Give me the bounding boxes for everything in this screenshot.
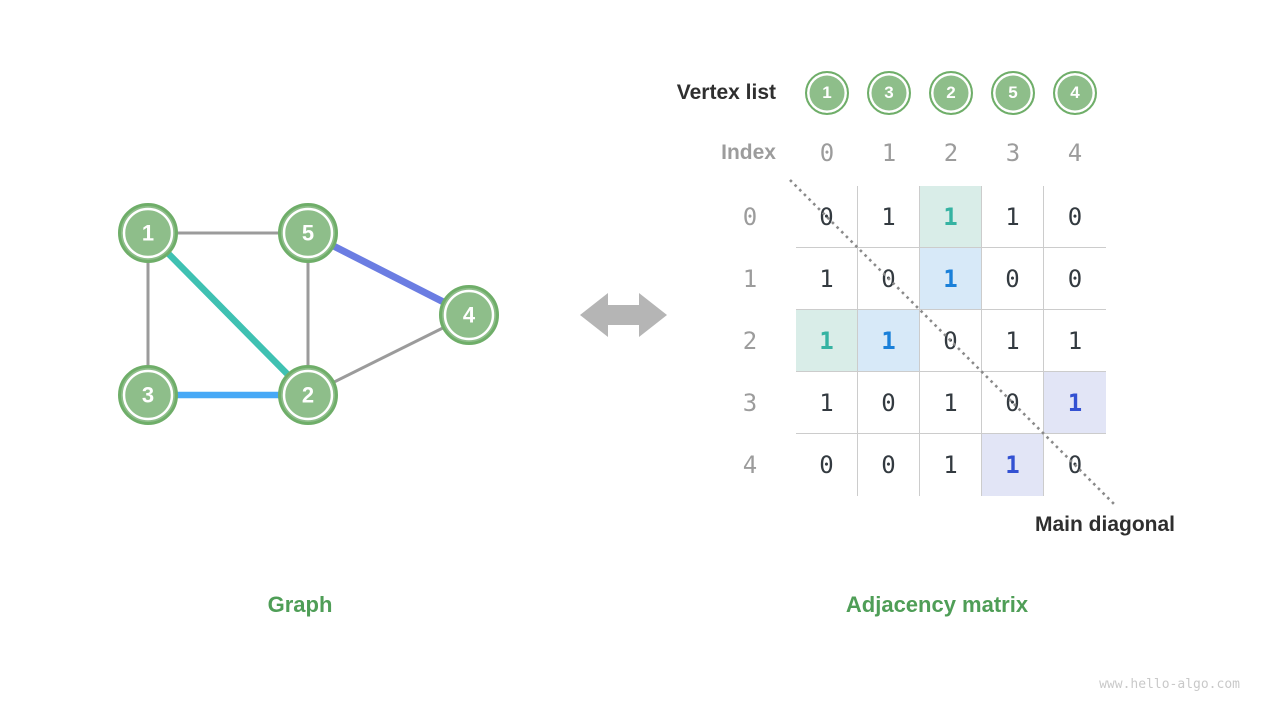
row-index-0: 0 bbox=[742, 203, 758, 231]
row-index-3: 3 bbox=[742, 389, 758, 417]
index-label: Index bbox=[721, 141, 776, 164]
col-index-0: 0 bbox=[819, 139, 835, 167]
vertex-list-circle-3: 3 bbox=[867, 71, 911, 115]
graph-node-label: 5 bbox=[302, 221, 314, 246]
row-index-1: 1 bbox=[742, 265, 758, 293]
matrix-cell-4-1: 0 bbox=[858, 434, 920, 496]
graph-node-4: 4 bbox=[439, 285, 499, 345]
matrix-cell-0-1: 1 bbox=[858, 186, 920, 248]
matrix-cell-4-3: 1 bbox=[982, 434, 1044, 496]
col-index-4: 4 bbox=[1067, 139, 1083, 167]
row-index-2: 2 bbox=[742, 327, 758, 355]
matrix-cell-3-2: 1 bbox=[920, 372, 982, 434]
graph-node-label: 3 bbox=[142, 383, 154, 408]
matrix-cell-2-0: 1 bbox=[796, 310, 858, 372]
graph-caption: Graph bbox=[267, 592, 333, 617]
matrix-cell-0-3: 1 bbox=[982, 186, 1044, 248]
graph-edges bbox=[145, 229, 471, 399]
matrix-cell-1-3: 0 bbox=[982, 248, 1044, 310]
matrix-cell-2-1: 1 bbox=[858, 310, 920, 372]
matrix-cell-0-4: 0 bbox=[1044, 186, 1106, 248]
graph-nodes: 1 5 4 3 2 bbox=[118, 203, 499, 425]
row-index-4: 4 bbox=[742, 451, 758, 479]
matrix-cell-1-2: 1 bbox=[920, 248, 982, 310]
graph-node-2: 2 bbox=[278, 365, 338, 425]
graph-node-label: 2 bbox=[302, 383, 314, 408]
vertex-list-label: Vertex list bbox=[676, 81, 776, 104]
vertex-list-circle-5: 5 bbox=[991, 71, 1035, 115]
matrix-cell-0-0: 0 bbox=[796, 186, 858, 248]
matrix-cell-2-4: 1 bbox=[1044, 310, 1106, 372]
matrix-cell-4-2: 1 bbox=[920, 434, 982, 496]
matrix-cell-3-1: 0 bbox=[858, 372, 920, 434]
graph-node-label: 4 bbox=[463, 303, 476, 328]
watermark: www.hello-algo.com bbox=[1099, 677, 1240, 692]
matrix-cell-1-0: 1 bbox=[796, 248, 858, 310]
col-index-1: 1 bbox=[881, 139, 897, 167]
graph-node-5: 5 bbox=[278, 203, 338, 263]
matrix-cell-2-3: 1 bbox=[982, 310, 1044, 372]
matrix-cell-4-4: 0 bbox=[1067, 451, 1083, 479]
vertex-list-circle-4: 4 bbox=[1053, 71, 1097, 115]
matrix-cell-3-4: 1 bbox=[1044, 372, 1106, 434]
bidirectional-arrow-icon bbox=[580, 293, 667, 337]
graph-node-3: 3 bbox=[118, 365, 178, 425]
matrix-caption: Adjacency matrix bbox=[845, 592, 1029, 617]
graph-edge-2-4 bbox=[307, 313, 470, 397]
matrix-cell-2-2: 0 bbox=[920, 310, 982, 372]
main-diagonal-label: Main diagonal bbox=[1034, 513, 1175, 536]
matrix-cell-3-3: 0 bbox=[982, 372, 1044, 434]
vertex-list-circle-1: 1 bbox=[805, 71, 849, 115]
graph-edge-1-2 bbox=[145, 230, 311, 398]
graph-edge-5-4 bbox=[306, 229, 471, 319]
matrix-cell-4-0: 0 bbox=[796, 434, 858, 496]
matrix-cell-1-1: 0 bbox=[858, 248, 920, 310]
vertex-list-circle-2: 2 bbox=[929, 71, 973, 115]
graph-node-1: 1 bbox=[118, 203, 178, 263]
matrix-cell-0-2: 1 bbox=[920, 186, 982, 248]
col-index-3: 3 bbox=[1005, 139, 1021, 167]
matrix-cell-1-4: 0 bbox=[1044, 248, 1106, 310]
col-index-2: 2 bbox=[943, 139, 959, 167]
matrix-cell-3-0: 1 bbox=[796, 372, 858, 434]
graph-node-label: 1 bbox=[142, 221, 154, 246]
